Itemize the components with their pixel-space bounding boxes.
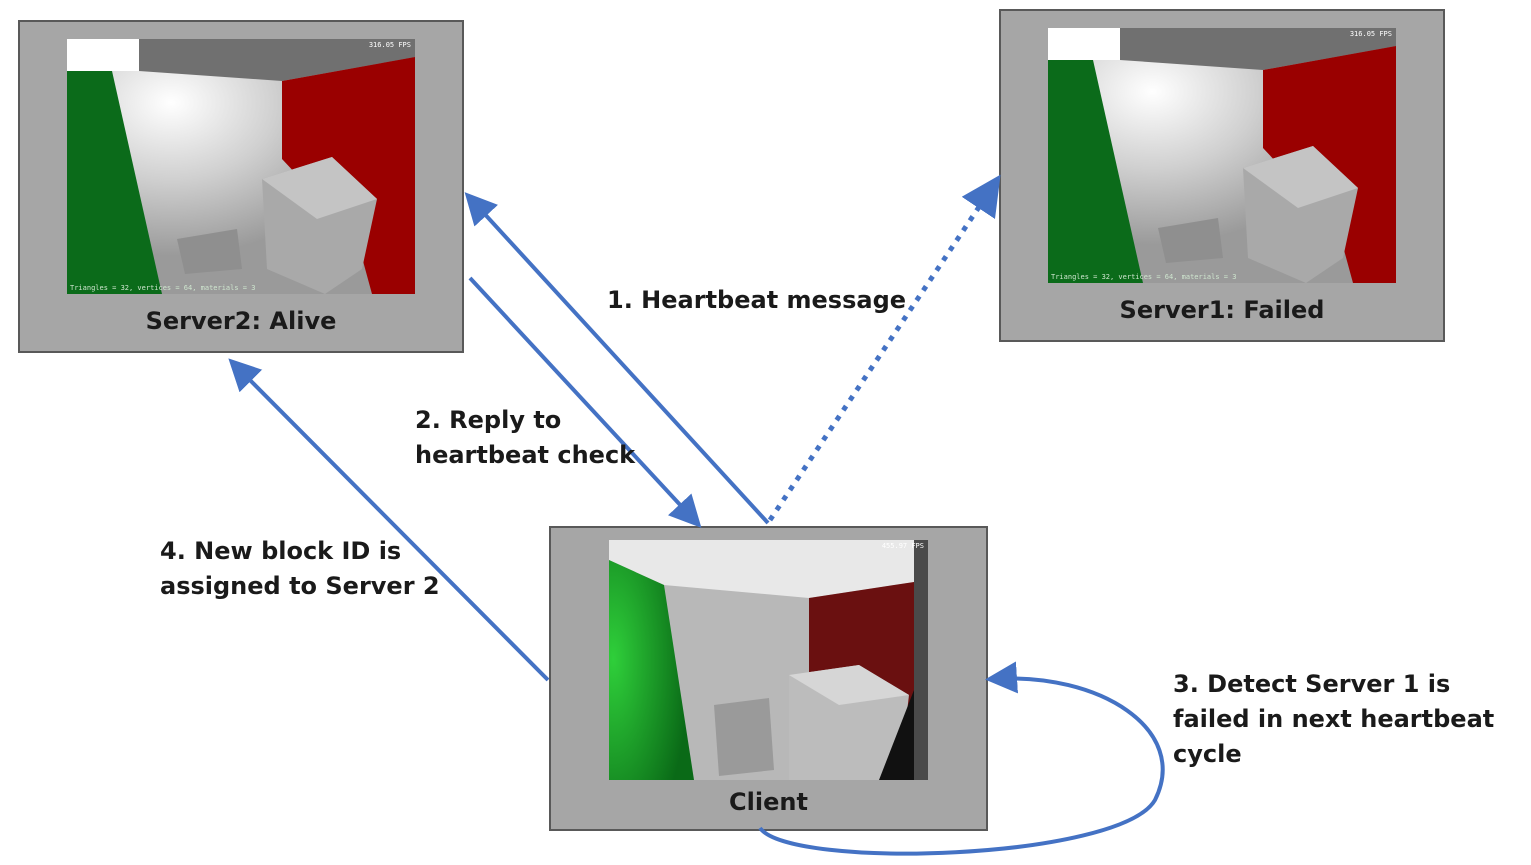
client-label: Client — [729, 788, 808, 816]
detect-loop-arrow — [758, 661, 1165, 856]
reply-label-line2: heartbeat check — [415, 441, 636, 469]
detect-label-line1: 3. Detect Server 1 is — [1173, 670, 1451, 698]
assign-label-line1: 4. New block ID is — [160, 537, 402, 565]
heartbeat-arrow-to-server2 — [464, 192, 770, 525]
server1-label: Server1: Failed — [1119, 296, 1325, 324]
server1-node: 316.05 FPS Triangles = 32, vertices = 64… — [999, 9, 1445, 342]
reply-label-line1: 2. Reply to — [415, 406, 562, 434]
server2-render-view: 316.05 FPS Triangles = 32, vertices = 64… — [67, 39, 415, 294]
server2-stats-text: Triangles = 32, vertices = 64, materials… — [70, 284, 256, 292]
assign-label-line2: assigned to Server 2 — [160, 572, 440, 600]
server2-label: Server2: Alive — [145, 307, 337, 335]
client-render-view: 455.97 FPS — [609, 540, 928, 780]
server2-fps-text: 316.05 FPS — [368, 41, 411, 49]
reply-arrow — [468, 276, 702, 528]
server2-node: 316.05 FPS Triangles = 32, vertices = 64… — [18, 20, 464, 353]
client-node: 455.97 FPS Client — [549, 526, 988, 831]
heartbeat-label: 1. Heartbeat message — [607, 286, 907, 314]
server1-stats-text: Triangles = 32, vertices = 64, materials… — [1051, 273, 1237, 281]
client-fps-text: 455.97 FPS — [881, 542, 924, 550]
assign-arrow — [228, 358, 550, 682]
detect-label-line2: failed in next heartbeat — [1173, 705, 1495, 733]
heartbeat-arrow-to-server1 — [767, 174, 1001, 522]
server1-fps-text: 316.05 FPS — [1349, 30, 1392, 38]
server1-render-view: 316.05 FPS Triangles = 32, vertices = 64… — [1048, 28, 1396, 283]
detect-label-line3: cycle — [1173, 740, 1242, 768]
